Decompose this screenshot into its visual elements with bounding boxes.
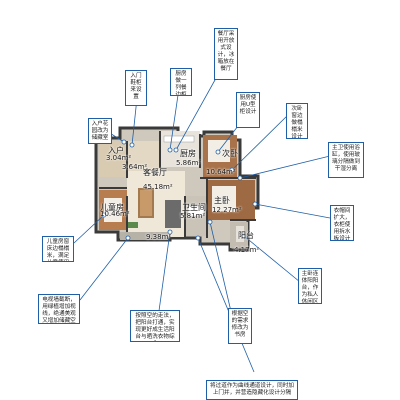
furniture	[104, 135, 244, 242]
callout-master-bath: 主卫使用浴缸，使用玻璃分隔做到干湿分离	[328, 142, 364, 178]
room-name-kitchen: 厨房	[180, 149, 196, 158]
room-name-balcony-right: 阳台	[238, 231, 254, 240]
room-name-living: 客餐厅	[143, 168, 167, 177]
callout-kitchen-l: 厨房做一列餐边柜	[170, 68, 192, 96]
room-name-entrance: 入户	[108, 146, 124, 155]
callout-study: 根据空的需求修改为书房	[228, 308, 252, 344]
callout-kitchen-u: 厨房使用U型柜设计	[236, 92, 260, 128]
callout-secondary-wardrobe: 次卧窗边做榻榻米设计	[286, 103, 308, 139]
room-area-secondary: 10.64m²	[206, 168, 236, 176]
room-name-child: 儿童房	[100, 203, 124, 212]
room-area-shoe: 3.64m²	[122, 163, 148, 171]
callout-master-balcony: 主卧连体阳阳台，作为私人休闲区域	[298, 268, 322, 304]
room-name-master: 主卧	[214, 196, 230, 205]
entrance-room	[99, 141, 127, 177]
balcony-left-room	[120, 232, 168, 240]
callout-entry-garden: 入户花园改为储藏室	[88, 118, 112, 144]
room-area-master: 12.27m²	[212, 206, 242, 214]
callout-child-room: 儿童房窗床边榻榻米，满足儿童使用的书桌	[42, 236, 74, 262]
callout-entry-cabinet: 入门鞋柜来设置	[125, 70, 147, 106]
room-area-balcony-right: 4.17m²	[234, 246, 260, 254]
callout-corridor: 将过道作为曲线通道设计，同时加上门并，并营造隐藏化设计分隔	[206, 380, 298, 400]
callout-wardrobe: 衣帽间扩大，衣柜使用拆水板设计	[330, 205, 354, 241]
leader-dots	[101, 139, 258, 241]
callout-aisle: 按照空的走法，把阳台打通，实现更好成生活阳台与晒洗衣物综合	[130, 310, 180, 342]
room-name-bath: 卫生间	[182, 203, 206, 212]
interior-walls	[99, 131, 256, 238]
room-area-balcony-left: 9.38m²	[146, 233, 172, 241]
callout-dining: 餐厅采用开放式设计，冰箱放在餐厅	[214, 28, 238, 80]
room-area-kitchen: 5.86m²	[176, 159, 202, 167]
room-area-bath: 5.81m²	[180, 212, 206, 220]
room-area-child: 10.46m²	[100, 210, 130, 218]
room-area-entrance: 3.04m²	[106, 154, 132, 162]
room-name-secondary: 次卧	[222, 149, 238, 158]
leader-lines	[73, 61, 331, 373]
room-area-living: 45.18m²	[143, 183, 173, 191]
callout-tv-wall: 电视墙截断，用绿植增加视线，绝通美观又增加储藏空间	[38, 294, 80, 324]
